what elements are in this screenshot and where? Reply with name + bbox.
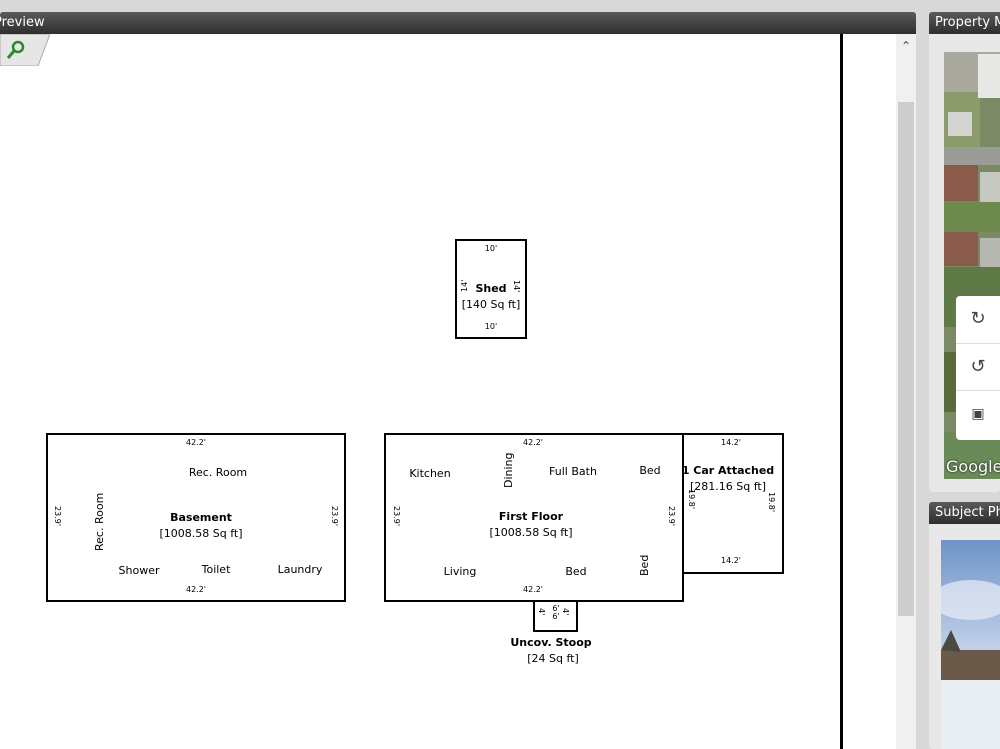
basement-right-dim: 23.9' (330, 506, 339, 527)
basement-top-dim: 42.2' (185, 438, 207, 447)
preview-header: Preview (0, 12, 916, 34)
garage-right-dim: 19.8' (767, 492, 776, 513)
stoop-left-dim: 4' (537, 608, 546, 616)
subject-photo-title: Subject Photo (935, 505, 1000, 520)
stoop-bottom-dim: 6' (552, 612, 560, 621)
garage-top-dim: 14.2' (720, 438, 742, 447)
room-label: Laundry (277, 563, 323, 576)
stoop-top-dim: 6' (552, 604, 560, 613)
rotate-counterclockwise-icon[interactable]: ↺ (956, 343, 1000, 390)
garage-area: [281.16 Sq ft] (689, 480, 767, 493)
google-logo: Google (946, 457, 1000, 476)
first-floor-right-dim: 23.9' (667, 506, 676, 527)
first-floor-area: [1008.58 Sq ft] (489, 526, 573, 539)
property-map-header: Property Map (929, 12, 1000, 34)
property-map-title: Property Map (935, 15, 1000, 30)
property-map-panel: Property Map Google ↻ ↺ ▣ (929, 12, 1000, 492)
preview-title: Preview (0, 15, 45, 30)
room-label: Bed (565, 565, 587, 578)
garage-label: 1 Car Attached (681, 464, 775, 477)
magnifier-icon[interactable] (0, 34, 50, 66)
shed-room[interactable] (455, 239, 527, 339)
room-label: Dining (502, 452, 515, 488)
rotate-clockwise-icon[interactable]: ↻ (970, 308, 986, 329)
vertical-scrollbar[interactable]: ⌃ (896, 34, 916, 749)
basement-label: Basement (170, 511, 232, 524)
basement-bottom-dim: 42.2' (185, 585, 207, 594)
room-label: Kitchen (409, 467, 451, 480)
subject-photo-header: Subject Photo (929, 502, 1000, 524)
shed-bottom-dim: 10' (484, 322, 498, 331)
preview-panel: Preview 10' 10' 14' 14' Shed [140 Sq ft]… (0, 12, 916, 749)
room-label: Toilet (201, 563, 231, 576)
basement-area: [1008.58 Sq ft] (159, 527, 243, 540)
first-floor-room[interactable] (384, 433, 684, 602)
basement-room[interactable] (46, 433, 346, 602)
basement-left-dim: 23.9' (53, 506, 62, 527)
tilt-view-icon[interactable]: ▣ (956, 390, 1000, 437)
room-label: Shower (118, 564, 160, 577)
garage-room[interactable] (682, 433, 784, 574)
subject-photo[interactable] (941, 540, 1000, 749)
shed-label: Shed (475, 282, 507, 295)
room-label: Living (443, 565, 477, 578)
first-floor-bottom-dim: 42.2' (522, 585, 544, 594)
room-label: Bed (639, 464, 661, 477)
room-label: Full Bath (549, 465, 597, 478)
shed-top-dim: 10' (484, 244, 498, 253)
room-label: Rec. Room (93, 492, 106, 551)
garage-bottom-dim: 14.2' (720, 556, 742, 565)
room-label: Bed (638, 554, 651, 576)
room-label: Rec. Room (188, 466, 248, 479)
shed-right-dim: 14' (512, 280, 521, 293)
stoop-right-dim: 4' (561, 608, 570, 616)
first-floor-label: First Floor (498, 510, 564, 523)
stoop-room[interactable] (533, 600, 578, 632)
shed-area: [140 Sq ft] (461, 298, 521, 311)
scrollbar-thumb[interactable] (898, 102, 914, 616)
subject-photo-image (941, 540, 1000, 749)
first-floor-top-dim: 42.2' (522, 438, 544, 447)
first-floor-left-dim: 23.9' (392, 506, 401, 527)
stoop-label: Uncov. Stoop (510, 636, 592, 649)
sketch-canvas[interactable]: 10' 10' 14' 14' Shed [140 Sq ft] 42.2' 4… (0, 34, 896, 749)
map-controls: ↻ ↺ ▣ (956, 296, 1000, 440)
subject-photo-panel: Subject Photo (929, 502, 1000, 749)
stoop-area: [24 Sq ft] (527, 652, 579, 665)
page-boundary-line (840, 34, 843, 749)
chevron-up-icon[interactable]: ⌃ (900, 39, 912, 53)
shed-left-dim: 14' (460, 279, 469, 292)
